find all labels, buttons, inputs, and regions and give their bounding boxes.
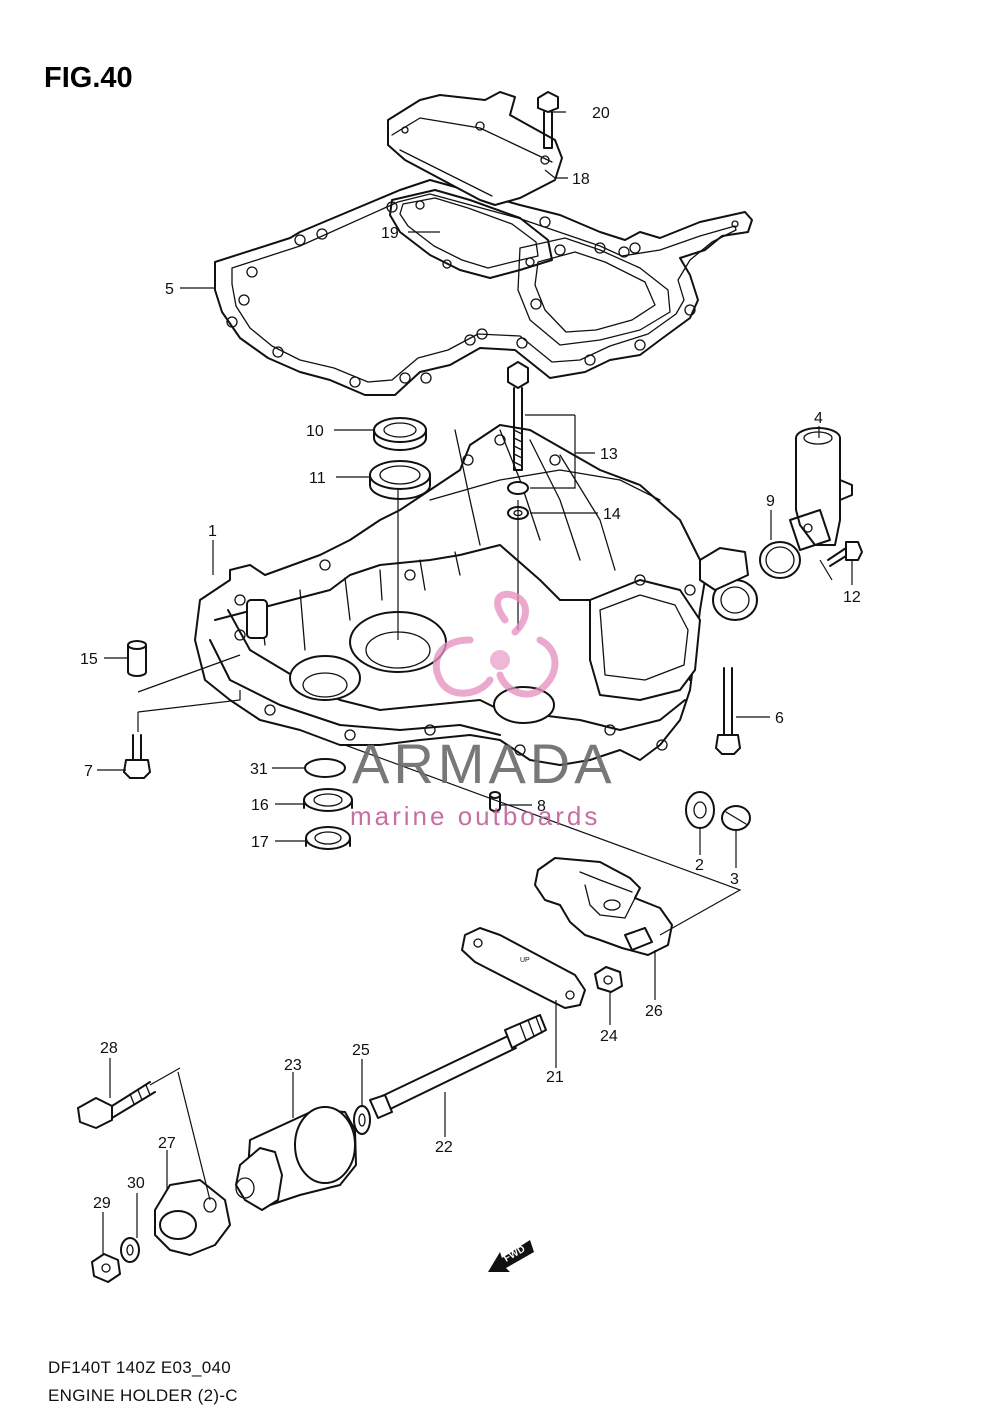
bolt-13 bbox=[507, 361, 529, 471]
assembly-name: ENGINE HOLDER (2)-C bbox=[48, 1386, 238, 1405]
callout-15: 15 bbox=[80, 651, 98, 668]
stud-22 bbox=[369, 1014, 547, 1119]
circlip-31 bbox=[304, 758, 346, 778]
callout-13: 13 bbox=[600, 446, 618, 463]
callout-numbers: 1 2 3 4 5 6 7 8 9 10 11 12 13 14 15 16 1… bbox=[80, 105, 861, 1212]
callout-28: 28 bbox=[100, 1040, 118, 1057]
callout-30: 30 bbox=[127, 1175, 145, 1192]
watermark-brand: ARMADA bbox=[352, 732, 616, 795]
callout-8: 8 bbox=[537, 798, 546, 815]
bolt-28 bbox=[77, 1081, 156, 1129]
bolt-20 bbox=[537, 91, 559, 149]
fwd-direction-marker: FWD bbox=[488, 1240, 534, 1272]
o-ring-9 bbox=[759, 541, 801, 579]
cover-plate bbox=[387, 91, 563, 206]
watermark-tagline: marine outboards bbox=[350, 801, 600, 831]
callout-31: 31 bbox=[250, 761, 268, 778]
callout-24: 24 bbox=[600, 1028, 618, 1045]
bolt-6 bbox=[715, 667, 741, 755]
gasket-outer bbox=[214, 179, 753, 396]
washer-13 bbox=[507, 481, 529, 495]
callout-5: 5 bbox=[165, 281, 174, 298]
bolt-12 bbox=[827, 541, 863, 567]
plug-3 bbox=[721, 805, 751, 831]
seal-17 bbox=[305, 826, 351, 850]
callout-29: 29 bbox=[93, 1195, 111, 1212]
figure-title: FIG.40 bbox=[44, 62, 133, 94]
assembly-guides bbox=[137, 490, 833, 1201]
washer-30 bbox=[120, 1237, 140, 1263]
washer-2 bbox=[685, 791, 715, 829]
callout-6: 6 bbox=[775, 710, 784, 727]
callout-19: 19 bbox=[381, 225, 399, 242]
water-outlet-fitting bbox=[789, 427, 853, 551]
callout-12: 12 bbox=[843, 589, 861, 606]
engine-holder-body bbox=[194, 424, 758, 766]
callout-23: 23 bbox=[284, 1057, 302, 1074]
callout-25: 25 bbox=[352, 1042, 370, 1059]
gasket-inner bbox=[389, 189, 553, 279]
mount-bracket-26 bbox=[534, 857, 673, 956]
callout-26: 26 bbox=[645, 1003, 663, 1020]
washer-25 bbox=[353, 1105, 371, 1135]
dowel-15 bbox=[127, 640, 147, 677]
callout-2: 2 bbox=[695, 857, 704, 874]
callout-14: 14 bbox=[603, 506, 621, 523]
bearing-16 bbox=[303, 788, 353, 812]
callout-17: 17 bbox=[251, 834, 269, 851]
bolt-7 bbox=[123, 734, 151, 779]
seal-11 bbox=[369, 460, 431, 500]
callout-3: 3 bbox=[730, 871, 739, 888]
callout-7: 7 bbox=[84, 763, 93, 780]
nut-29 bbox=[91, 1253, 121, 1283]
callout-11: 11 bbox=[309, 470, 326, 487]
rubber-mount-23 bbox=[235, 1106, 357, 1211]
callout-27: 27 bbox=[158, 1135, 176, 1152]
callout-21: 21 bbox=[546, 1069, 564, 1086]
model-code: DF140T 140Z E03_040 bbox=[48, 1358, 232, 1377]
gasket-21: UP bbox=[461, 927, 586, 1009]
callout-18: 18 bbox=[572, 171, 590, 188]
gasket-mark: UP bbox=[520, 957, 530, 964]
callout-16: 16 bbox=[251, 797, 269, 814]
callout-22: 22 bbox=[435, 1139, 453, 1156]
callout-4: 4 bbox=[814, 410, 823, 427]
oil-seal-10 bbox=[373, 417, 427, 451]
callout-10: 10 bbox=[306, 423, 324, 440]
watermark: ARMADA marine outboards bbox=[350, 590, 616, 831]
callout-1: 1 bbox=[208, 523, 217, 540]
nut-24 bbox=[594, 966, 623, 993]
flange-27 bbox=[154, 1179, 231, 1256]
watermark-logo bbox=[432, 590, 559, 698]
callout-20: 20 bbox=[592, 105, 610, 122]
callout-leaders bbox=[97, 111, 853, 1254]
callout-9: 9 bbox=[766, 493, 775, 510]
